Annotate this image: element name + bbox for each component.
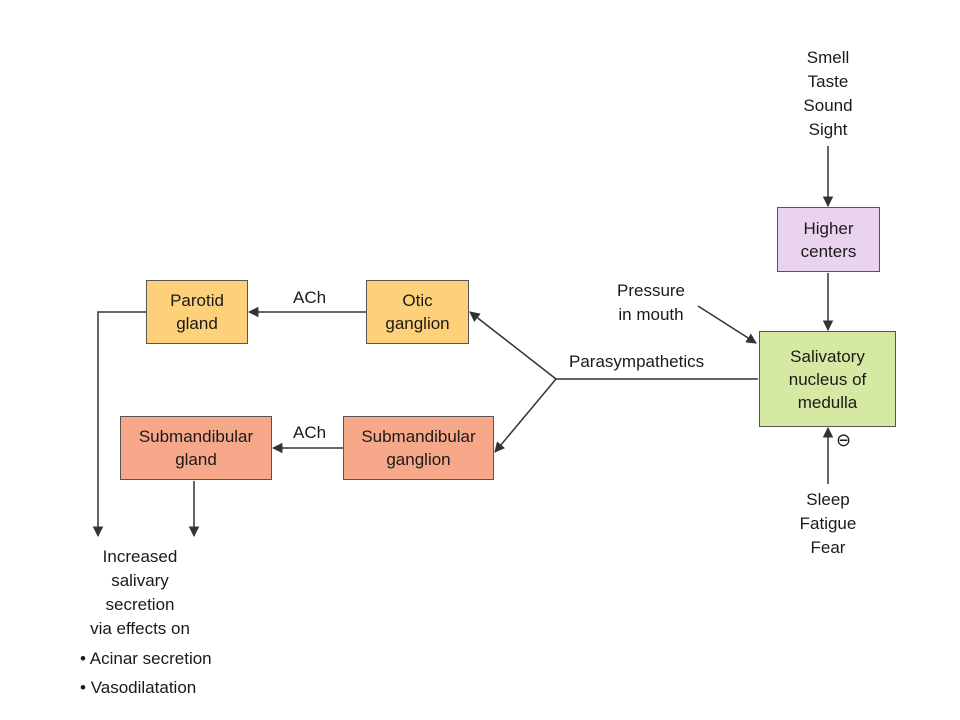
- inhibitors-label: Sleep Fatigue Fear: [799, 490, 857, 557]
- outcome-label: Increased salivary secretion via effects…: [90, 547, 190, 638]
- pressure-in-mouth-label: Pressure in mouth: [616, 281, 686, 324]
- inhibition-symbol: ⊖: [836, 430, 852, 450]
- parasympathetics-label: Parasympathetics: [569, 352, 705, 371]
- effect-item: Vasodilatation: [80, 673, 212, 702]
- arrow-to-otic-ganglion: [469, 311, 557, 380]
- arrow-pressure-to-nucleus: [697, 305, 757, 344]
- arrow-to-submandibular-ganglion: [494, 378, 557, 453]
- salivatory-nucleus-box: Salivatory nucleus of medulla: [759, 331, 896, 427]
- submandibular-ganglion-box: Submandibular ganglion: [343, 416, 494, 480]
- parotid-gland-box: Parotid gland: [146, 280, 248, 344]
- submandibular-gland-box: Submandibular gland: [120, 416, 272, 480]
- ach-label-top: ACh: [293, 288, 327, 307]
- higher-centers-box: Higher centers: [777, 207, 880, 272]
- otic-ganglion-box: Otic ganglion: [366, 280, 469, 344]
- arrow-parotid-to-outcome: [92, 311, 146, 538]
- effect-item: Acinar secretion: [80, 644, 212, 673]
- ach-label-bottom: ACh: [293, 423, 327, 442]
- sensory-stimuli-label: Smell Taste Sound Sight: [803, 48, 853, 139]
- effects-list: Acinar secretion Vasodilatation: [80, 644, 212, 702]
